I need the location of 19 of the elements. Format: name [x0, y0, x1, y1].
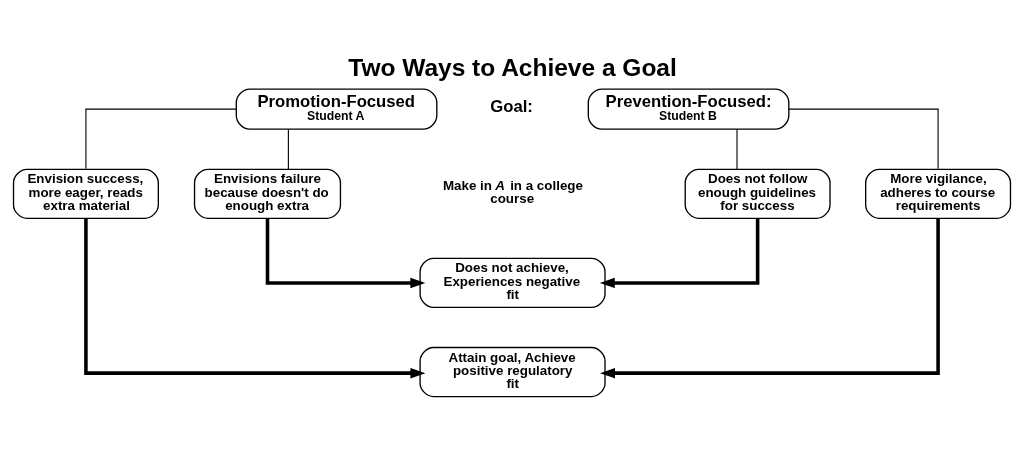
- node-box: Does not achieve, Experiences negative fit: [419, 257, 606, 308]
- node-box: Envisions failure because doesn't do enough extra: [193, 168, 342, 219]
- node-box: More vigilance, adheres to course requirements: [865, 168, 1012, 219]
- diagram-title: Two Ways to Achieve a Goal: [348, 53, 677, 81]
- arrow: [84, 217, 426, 378]
- arrow: [599, 218, 760, 288]
- connector: [287, 128, 289, 170]
- node-box: Attain goal, Achieve positive regulatory fit: [419, 346, 606, 397]
- arrow: [600, 217, 940, 378]
- node-box: Envision success, more eager, reads extra material: [12, 168, 159, 219]
- connector: [788, 108, 939, 169]
- connector: [85, 108, 237, 169]
- label: Goal:: [490, 96, 533, 116]
- node-box: Does not follow enough guidelines for success: [684, 168, 831, 219]
- node-box: Prevention-Focused: Student B: [587, 87, 790, 130]
- connector: [736, 128, 738, 170]
- node-box: Promotion-Focused Student A: [235, 87, 438, 130]
- label: Make in A in a college course: [442, 177, 583, 206]
- arrow: [265, 218, 426, 288]
